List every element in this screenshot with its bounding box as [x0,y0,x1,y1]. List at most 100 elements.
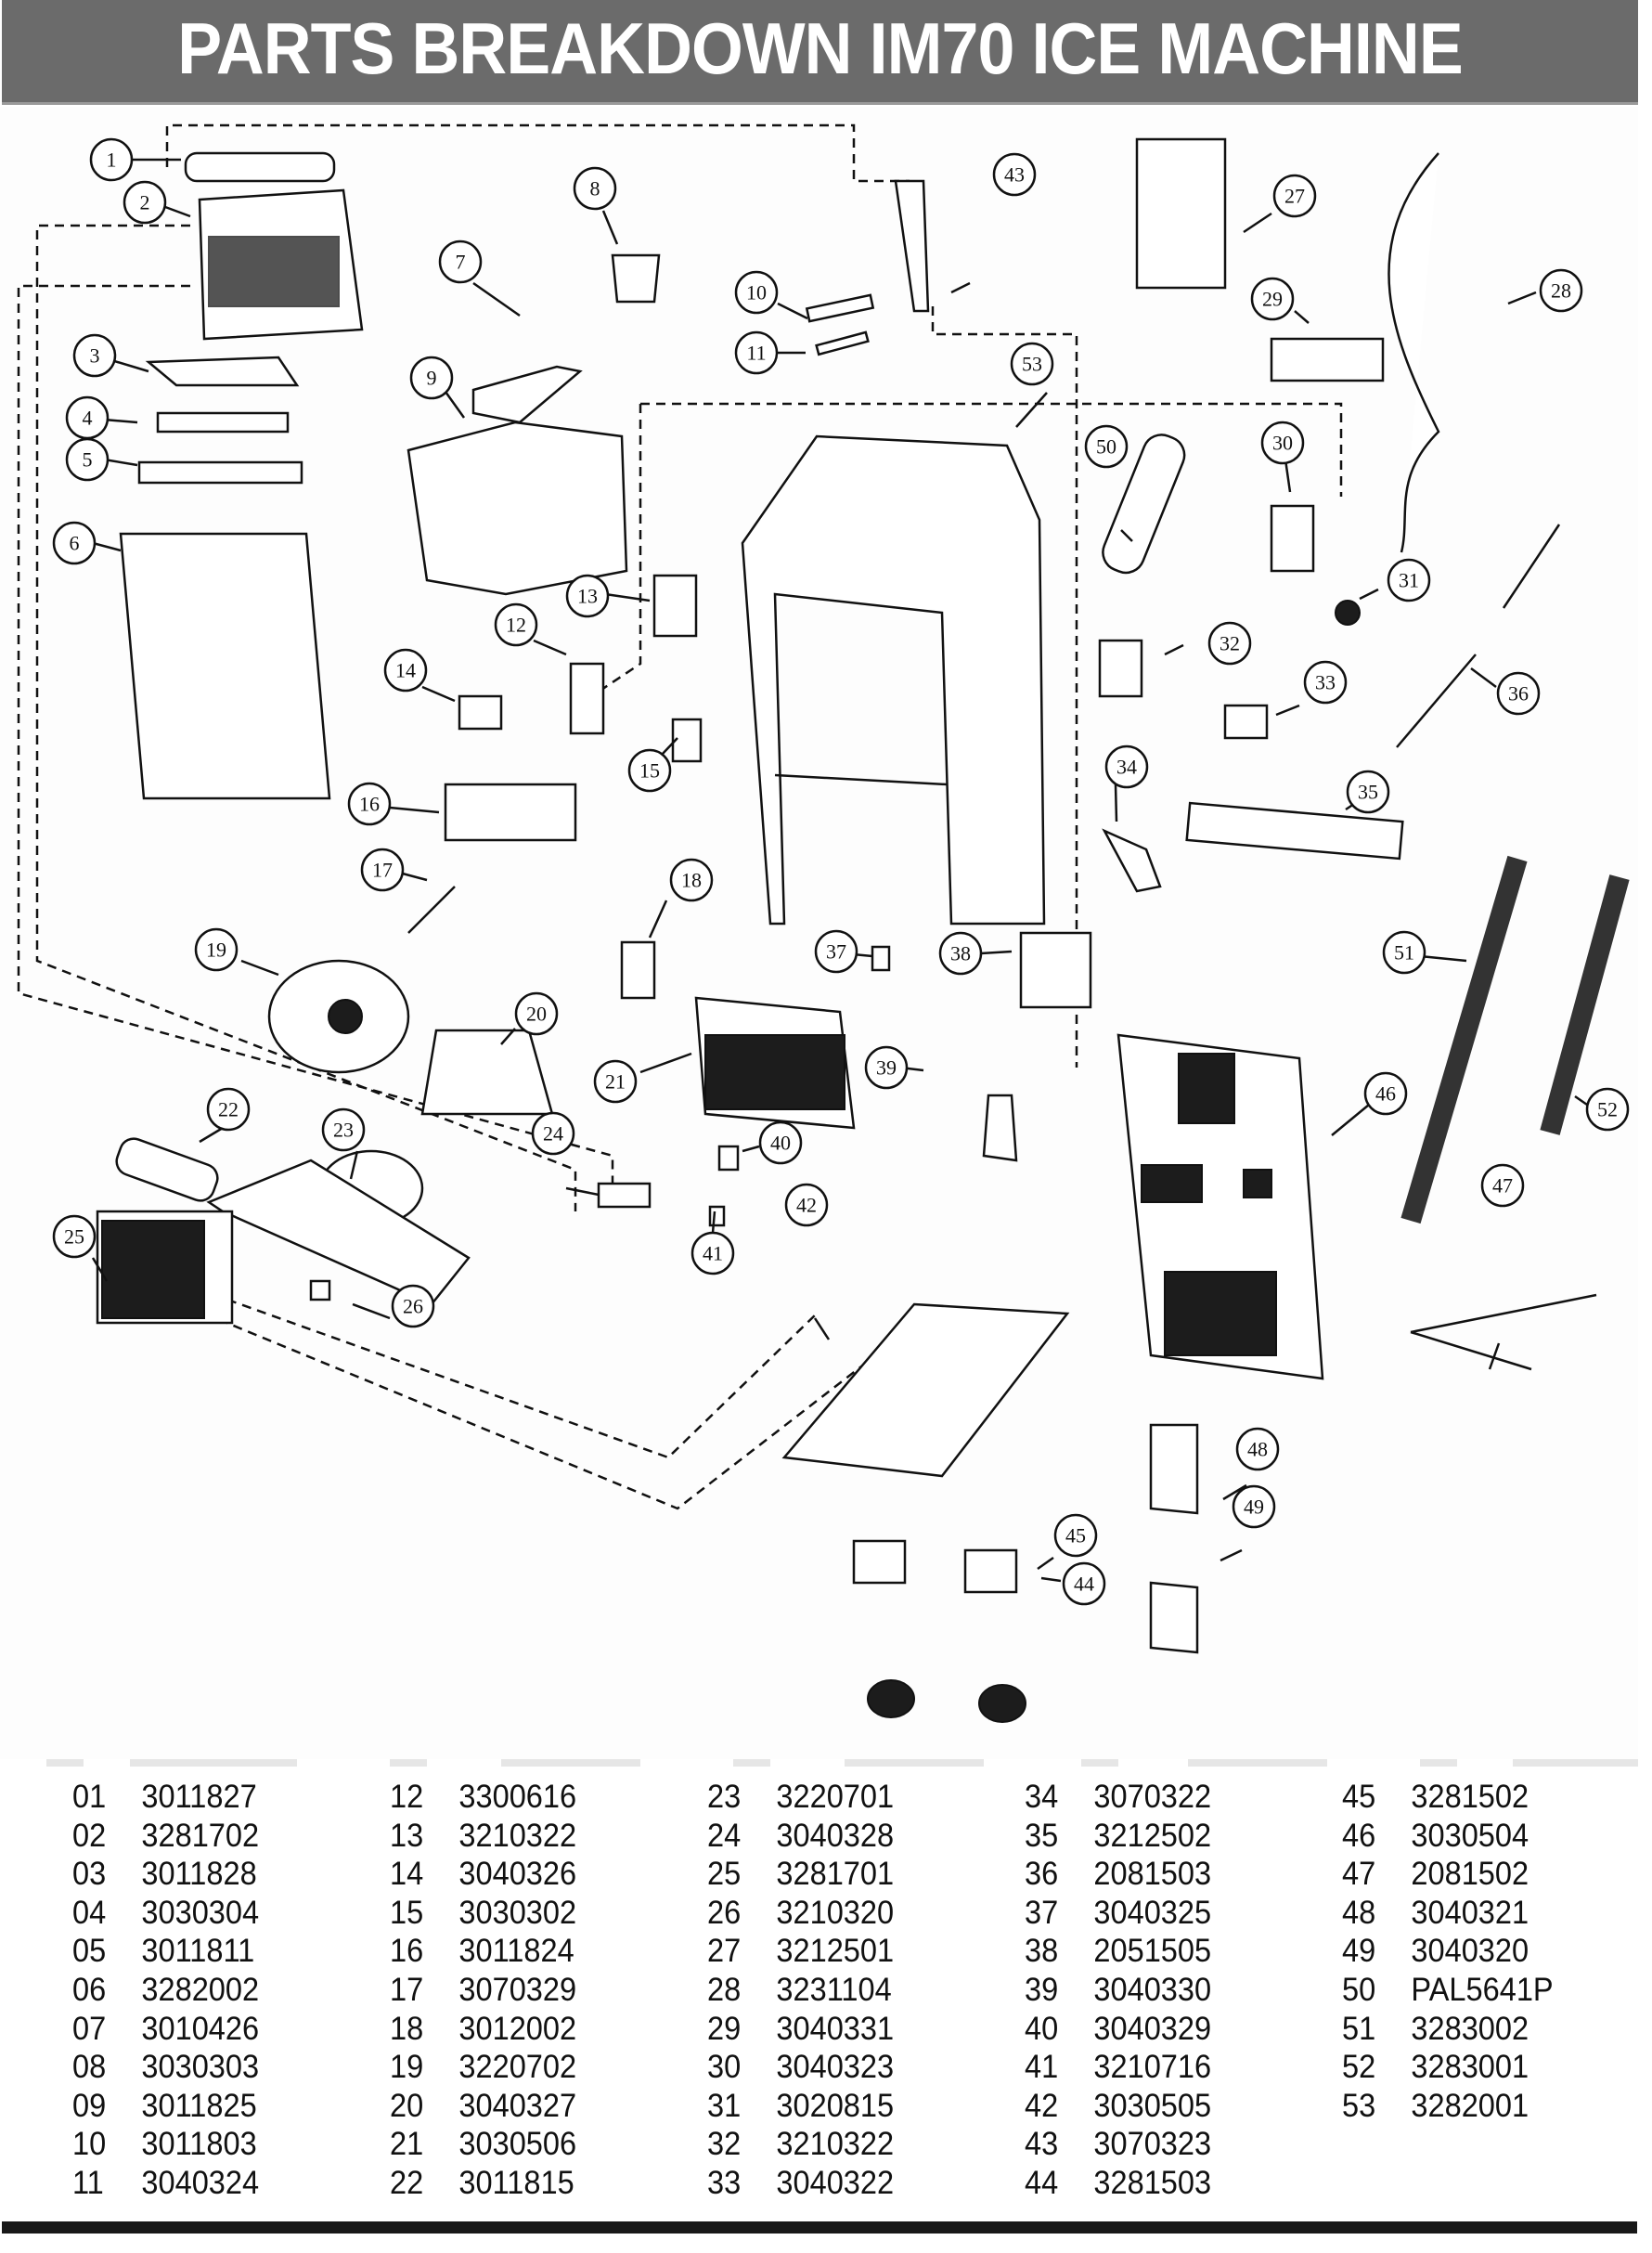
svg-text:5: 5 [83,448,93,472]
item-number: 28 [707,1971,742,2008]
svg-text:35: 35 [1358,781,1378,804]
part-47-wire-harness [1410,1293,1597,1371]
part-number: 3011811 [141,1933,255,1970]
part-35-control-panel [1185,801,1404,861]
part-44-feet [867,1679,1026,1723]
part-number: 3011815 [458,2164,574,2201]
part-19-fan [267,959,410,1074]
callout-51: 51 [1382,930,1426,975]
part-number: 3040331 [776,2010,895,2047]
parts-table-row: 22 3011815 [390,2164,576,2203]
callout-24: 24 [531,1111,575,1156]
callout-18: 18 [669,858,714,902]
part-15-plate [671,718,703,763]
callout-9: 9 [409,356,454,400]
svg-text:46: 46 [1375,1082,1396,1106]
part-21-grille [694,996,856,1130]
part-number: 3283001 [1411,2049,1529,2086]
part-number: 3030506 [458,2126,577,2163]
part-number: 3012002 [458,2010,577,2047]
callout-5: 5 [65,437,110,482]
part-number: 3011803 [141,2126,257,2163]
callout-41: 41 [690,1231,735,1275]
svg-text:27: 27 [1284,185,1305,208]
part-number: 3210320 [776,1894,895,1931]
callout-25: 25 [52,1214,97,1259]
part-number: 3040320 [1411,1933,1529,1970]
item-number: 35 [1025,1817,1059,1854]
guide-line [226,1298,818,1459]
part-number: 3030505 [1093,2087,1212,2124]
svg-text:32: 32 [1220,632,1240,655]
svg-text:14: 14 [395,659,416,682]
divider-strip [1081,1759,1118,1767]
part-31-knob [1335,600,1361,626]
part-4-strip [156,411,290,434]
part-number: 3040326 [458,1856,577,1893]
part-51-hose [1400,855,1528,1224]
item-number: 10 [72,2126,107,2163]
part-52-hose [1540,874,1630,1135]
part-27-control-box [1135,137,1227,290]
item-number: 15 [390,1894,424,1931]
item-number: 02 [72,1817,107,1854]
svg-text:45: 45 [1065,1524,1086,1547]
callouts: 1 2 3 4 5 6 7 8 9 10 11 12 13 14 15 16 1… [52,137,1630,1606]
item-number: 29 [707,2010,742,2047]
part-3-bracket [145,356,300,387]
item-number: 46 [1342,1817,1376,1854]
svg-text:18: 18 [681,869,702,892]
part-2-evaporator [198,188,364,341]
item-number: 22 [390,2164,424,2201]
diagram-canvas: 1 2 3 4 5 6 7 8 9 10 11 12 13 14 15 16 1… [17,123,1630,1723]
callout-38: 38 [938,931,983,976]
callout-20: 20 [514,991,559,1036]
callout-31: 31 [1387,558,1431,602]
item-number: 25 [707,1856,742,1893]
callout-26: 26 [391,1284,435,1328]
part-number: 3283002 [1411,2010,1529,2047]
svg-text:30: 30 [1272,432,1293,455]
part-50-water-filter [1102,434,1186,575]
item-number: 33 [707,2164,742,2201]
svg-text:10: 10 [746,281,767,304]
callout-45: 45 [1053,1513,1098,1558]
part-number: 3210716 [1093,2049,1212,2086]
callout-42: 42 [784,1183,829,1227]
part-number: 3040330 [1093,1971,1212,2008]
callout-23: 23 [321,1107,366,1152]
part-number: 3282002 [141,1971,260,2008]
part-number: 3011824 [458,1933,574,1970]
callout-47: 47 [1480,1163,1525,1208]
divider-strip [845,1759,984,1767]
part-33-holder [1223,704,1269,740]
part-11-sensor [815,330,870,356]
item-number: 20 [390,2087,424,2124]
item-number: 44 [1025,2164,1059,2201]
svg-text:11: 11 [746,342,766,365]
callout-13: 13 [565,574,610,618]
part-1-water-tube [184,151,336,183]
part-number: 3030304 [141,1894,260,1931]
part-18-sleeve [620,940,656,1000]
svg-text:22: 22 [218,1098,239,1121]
callout-4: 4 [65,395,110,440]
part-32-valve [1098,639,1143,698]
item-number: 38 [1025,1933,1059,1970]
svg-text:25: 25 [64,1225,84,1249]
guide-line [203,1312,883,1510]
